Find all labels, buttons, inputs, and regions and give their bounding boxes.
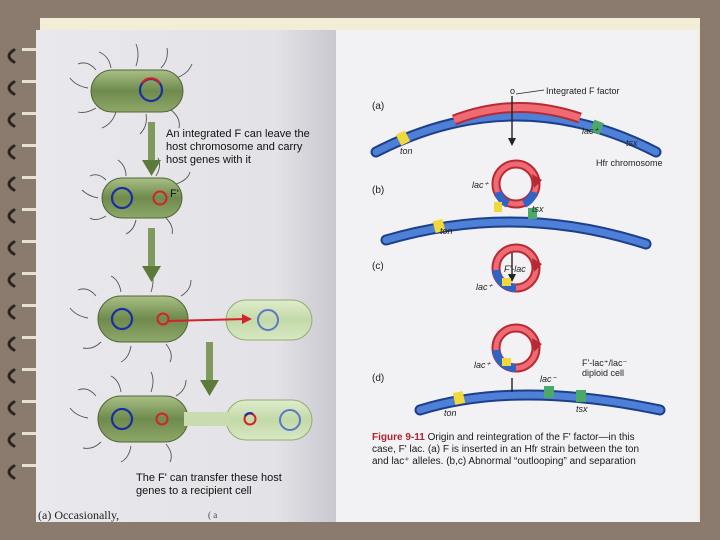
caption-integrated-f: An integrated F can leave the host chrom…: [166, 128, 310, 166]
origin-label: o: [510, 86, 516, 96]
caption-transfer: The F' can transfer these host genes to …: [136, 472, 282, 497]
panel-b-ton: ton: [440, 226, 453, 236]
integrated-f-label: Integrated F factor: [546, 86, 620, 96]
panel-d-ton: ton: [444, 408, 457, 418]
panel-d-lac-minus: lac⁻: [540, 374, 557, 384]
donor-cell-1: [90, 69, 184, 113]
f-prime-label: F': [170, 188, 179, 200]
left-page: An integrated F can leave the host chrom…: [36, 30, 336, 522]
panel-d-letter: (d): [372, 373, 385, 384]
diploid-genotype-label: F'-lac⁺/lac⁻: [582, 358, 628, 368]
binder-edge: [0, 0, 40, 540]
footer-fragment: ( a: [208, 510, 218, 520]
figure-caption: Figure 9-11 Origin and reintegration of …: [372, 432, 692, 444]
footer-text: (a) Occasionally,: [38, 508, 120, 522]
figure-number: Figure 9-11: [372, 432, 425, 443]
panel-a-lac: lac⁺: [582, 126, 599, 136]
caption-line-1: Origin and reintegration of the F' facto…: [427, 432, 635, 443]
panel-a-tsx: tsx: [626, 138, 638, 148]
caption-line-3: and lac⁺ alleles. (b,c) Abnormal “outloo…: [372, 456, 636, 467]
donor-cell-3: [97, 295, 189, 343]
bacteria-diagram: [69, 43, 313, 463]
panel-b-letter: (b): [372, 185, 385, 196]
panel-d-tsx: tsx: [576, 404, 588, 414]
panel-a-letter: (a): [372, 101, 385, 112]
panel-c-lac: lac⁺: [476, 282, 493, 292]
right-page: (a) o Integrated F factor lac⁺ tsx ton H…: [336, 30, 698, 522]
diploid-cell-label: diploid cell: [582, 368, 625, 378]
panel-c-letter: (c): [372, 261, 384, 272]
caption-line-2: case, F' lac. (a) F is inserted in an Hf…: [372, 444, 640, 455]
panel-d-lac-plus: lac⁺: [474, 360, 491, 370]
panel-b-lac: lac⁺: [472, 180, 489, 190]
f-prime-lac-label: F'-lac: [504, 264, 526, 274]
hfr-chromosome-label: Hfr chromosome: [596, 158, 663, 168]
panel-a-ton: ton: [400, 146, 413, 156]
panel-b-tsx: tsx: [532, 204, 544, 214]
f-prime-diagram: [370, 89, 666, 416]
